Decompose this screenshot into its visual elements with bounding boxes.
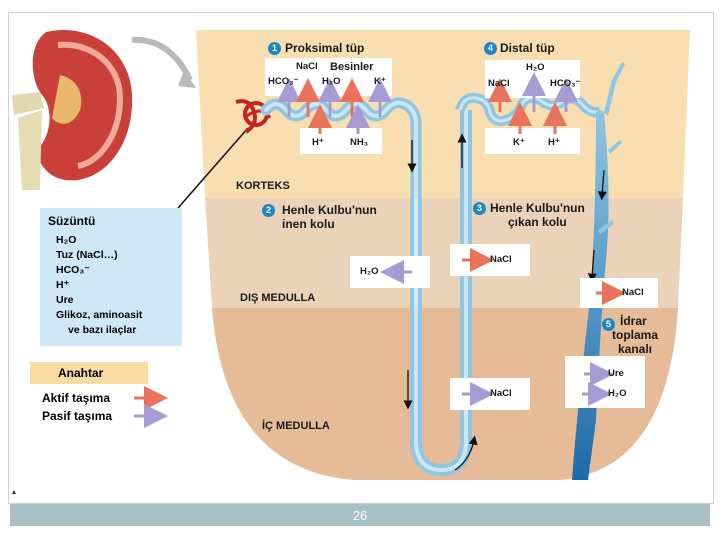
filtrate-item: H⁺ xyxy=(56,279,70,291)
distal-number-badge: 4 xyxy=(484,42,497,55)
distal-secretion-box xyxy=(485,128,580,154)
collecting-title-line3: kanalı xyxy=(618,342,653,356)
descending-number-badge: 2 xyxy=(262,204,275,217)
filtrate-item: ve bazı ilaçlar xyxy=(68,324,137,336)
cortex-label: KORTEKS xyxy=(236,180,290,192)
legend-passive: Pasif taşıma xyxy=(42,409,113,423)
proximal-besinler: Besinler xyxy=(330,61,374,73)
ascending-title-line1: Henle Kulbu'nun xyxy=(490,201,585,215)
slide-footer: 26 xyxy=(10,504,710,526)
outer-medulla-zone xyxy=(205,198,683,308)
ascending-nacl-lower-label: NaCl xyxy=(490,388,512,399)
ascending-title-line2: çıkan kolu xyxy=(508,215,567,229)
distal-hplus: H⁺ xyxy=(548,137,560,148)
filtrate-title: Süzüntü xyxy=(48,214,96,228)
filtrate-item: HCO₃⁻ xyxy=(56,264,90,276)
proximal-hplus: H⁺ xyxy=(312,137,324,148)
proximal-h2o: H₂O xyxy=(322,76,341,87)
collecting-title-line1: İdrar xyxy=(620,314,647,328)
descending-title-line1: Henle Kulbu'nun xyxy=(282,203,377,217)
distal-title: Distal tüp xyxy=(500,41,555,55)
collecting-ure-h2o-box xyxy=(565,356,645,408)
cortex-zone xyxy=(196,30,690,198)
outer-medulla-label: DIŞ MEDULLA xyxy=(240,292,316,304)
collecting-h2o-label: H₂O xyxy=(608,388,627,399)
kidney-illustration xyxy=(12,29,196,190)
filtrate-box: Süzüntü H₂O Tuz (NaCl…) HCO₃⁻ H⁺ Ure Gli… xyxy=(40,208,182,346)
collecting-number-badge: 5 xyxy=(602,318,615,331)
proximal-kplus: K⁺ xyxy=(374,76,386,87)
filtrate-item: H₂O xyxy=(56,234,77,246)
inner-medulla-label: İÇ MEDULLA xyxy=(262,420,330,432)
legend-box: Anahtar xyxy=(30,362,148,384)
proximal-secretion-box xyxy=(300,128,382,154)
filtrate-item: Glikoz, aminoasit xyxy=(56,309,143,321)
proximal-title: Proksimal tüp xyxy=(285,41,365,55)
filtrate-item: Tuz (NaCl…) xyxy=(56,249,118,261)
proximal-hco3: HCO₃⁻ xyxy=(268,76,299,87)
descending-h2o-label: H₂O xyxy=(360,266,379,277)
proximal-number-badge: 1 xyxy=(268,42,281,55)
distal-nacl: NaCl xyxy=(488,78,510,89)
distal-kplus: K⁺ xyxy=(513,137,525,148)
filtrate-item: Ure xyxy=(56,294,74,306)
collecting-ure-label: Ure xyxy=(608,368,624,379)
descending-title-line2: inen kolu xyxy=(282,217,335,231)
collecting-title-line2: toplama xyxy=(612,328,659,342)
proximal-nacl: NaCl xyxy=(296,61,318,72)
legend-active: Aktif taşıma xyxy=(42,391,111,405)
page-number: 26 xyxy=(352,508,368,523)
distal-h2o: H₂O xyxy=(526,62,545,73)
legend-title: Anahtar xyxy=(58,366,104,380)
inner-medulla-zone xyxy=(212,308,678,480)
proximal-nh3: NH₃ xyxy=(350,137,369,148)
ascending-number-badge: 3 xyxy=(473,202,486,215)
collecting-nacl-box xyxy=(580,278,658,308)
distal-hco3: HCO₃⁻ xyxy=(550,78,581,89)
collecting-nacl-label: NaCl xyxy=(622,287,644,298)
ascending-nacl-upper-label: NaCl xyxy=(490,254,512,265)
